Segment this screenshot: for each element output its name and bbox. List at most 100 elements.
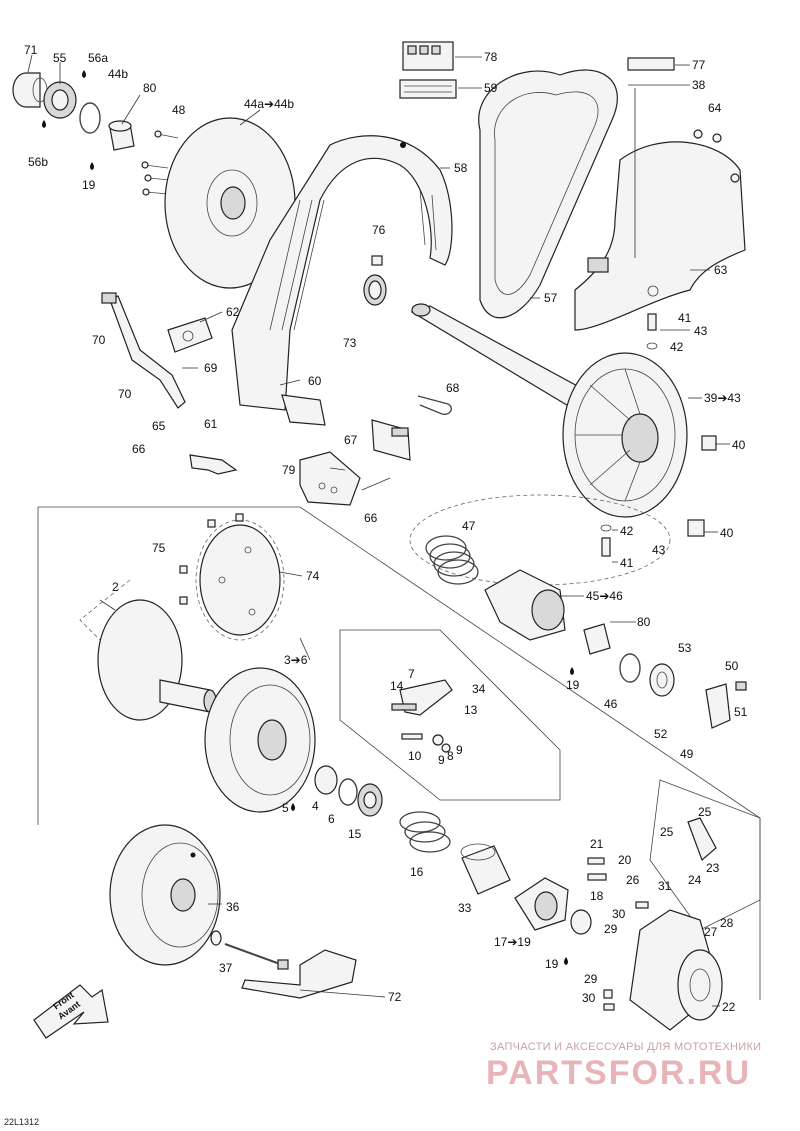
- bracket-23: [687, 817, 717, 862]
- clip-65: [189, 454, 238, 475]
- label-21: 21: [590, 837, 604, 851]
- screws-30-29: [603, 901, 649, 1011]
- label-2: 2: [112, 580, 119, 594]
- belt-guard-bracket-58: [231, 135, 453, 411]
- label-39-43: 39➔43: [704, 391, 741, 405]
- label-61: 61: [204, 417, 218, 431]
- label-41-bottom: 41: [620, 556, 634, 570]
- label-53: 53: [678, 641, 692, 655]
- label-38: 38: [692, 78, 706, 92]
- label-33: 33: [458, 901, 472, 915]
- label-29-a: 29: [604, 922, 618, 936]
- label-58: 58: [454, 161, 468, 175]
- label-56b: 56b: [28, 155, 48, 169]
- drive-group-frame: [38, 506, 761, 1000]
- label-62: 62: [226, 305, 240, 319]
- label-23: 23: [706, 861, 720, 875]
- sheave-2-dash: [79, 579, 131, 641]
- driven-sheave-39: [562, 352, 688, 518]
- label-42-bottom: 42: [620, 524, 634, 538]
- label-36: 36: [226, 900, 240, 914]
- label-55: 55: [53, 51, 67, 65]
- screws-75: [179, 513, 244, 605]
- diagram-code: 22L1312: [4, 1117, 40, 1127]
- label-37: 37: [219, 961, 233, 975]
- label-31: 31: [658, 879, 672, 893]
- retaining-ring-44b: [79, 102, 101, 134]
- label-24: 24: [688, 873, 702, 887]
- label-25-b: 25: [660, 825, 674, 839]
- label-43-bottom: 43: [652, 543, 666, 557]
- label-52: 52: [654, 727, 668, 741]
- label-6: 6: [328, 812, 335, 826]
- slider-40-a: [701, 435, 717, 451]
- label-22: 22: [722, 1000, 736, 1014]
- label-78: 78: [484, 50, 498, 64]
- label-56a: 56a: [88, 51, 108, 65]
- washer-53: [649, 663, 675, 697]
- label-19-top: 19: [82, 178, 96, 192]
- label-19-bottom: 19: [545, 957, 559, 971]
- bracket-62: [167, 317, 213, 353]
- label-7: 7: [408, 667, 415, 681]
- label-13: 13: [464, 703, 478, 717]
- decal-59: [399, 79, 457, 99]
- label-44a-44b: 44a➔44b: [244, 97, 294, 111]
- label-14: 14: [390, 679, 404, 693]
- label-10: 10: [408, 749, 422, 763]
- cam-45: [484, 569, 566, 641]
- label-76: 76: [372, 223, 386, 237]
- label-77: 77: [692, 58, 706, 72]
- ring-46: [619, 653, 641, 683]
- lever-arm-69: [101, 292, 186, 409]
- movable-sheave-3: [204, 667, 316, 813]
- bushing-80-bottom: [583, 623, 611, 655]
- label-41-top: 41: [678, 311, 692, 325]
- label-57: 57: [544, 291, 558, 305]
- washer-15: [357, 783, 383, 817]
- label-80-bottom: 80: [637, 615, 651, 629]
- label-66-b: 66: [364, 511, 378, 525]
- label-68: 68: [446, 381, 460, 395]
- label-72: 72: [388, 990, 402, 1004]
- clutch-housing-22: [629, 909, 723, 1031]
- bracket-79: [299, 451, 361, 506]
- slider-40-b: [687, 519, 705, 537]
- sensor-51: [705, 681, 747, 729]
- label-42-top: 42: [670, 340, 684, 354]
- bracket-group-frame: [649, 779, 761, 931]
- label-3-6: 3➔6: [284, 653, 308, 667]
- watermark-subtitle: ЗАПЧАСТИ И АКСЕССУАРЫ ДЛЯ МОТОТЕХНИКИ: [490, 1041, 762, 1053]
- label-70-a: 70: [92, 333, 106, 347]
- label-71: 71: [24, 43, 38, 57]
- lubricant-drop-icons: [42, 70, 574, 965]
- leader-lines: [27, 54, 730, 1007]
- label-45-46: 45➔46: [586, 589, 623, 603]
- label-40-a: 40: [732, 438, 746, 452]
- bracket-72: [241, 949, 357, 999]
- label-48: 48: [172, 103, 186, 117]
- label-17-19: 17➔19: [494, 935, 531, 949]
- label-16: 16: [410, 865, 424, 879]
- label-25-a: 25: [698, 805, 712, 819]
- bushing-18: [570, 909, 592, 935]
- decal-77: [627, 57, 675, 71]
- label-60: 60: [308, 374, 322, 388]
- label-15: 15: [348, 827, 362, 841]
- label-9-a: 9: [438, 753, 445, 767]
- fasteners-64: [693, 129, 740, 183]
- cap-76: [371, 255, 383, 266]
- label-44b: 44b: [108, 67, 128, 81]
- label-20: 20: [618, 853, 632, 867]
- pin-68: [417, 395, 452, 415]
- label-79: 79: [282, 463, 296, 477]
- label-74: 74: [306, 569, 320, 583]
- spring-47: [425, 535, 479, 585]
- hub-17: [514, 877, 569, 931]
- bracket-60: [281, 394, 326, 426]
- decal-78: [402, 41, 454, 71]
- bolt-37: [224, 943, 289, 970]
- label-80-top: 80: [143, 81, 157, 95]
- label-50: 50: [725, 659, 739, 673]
